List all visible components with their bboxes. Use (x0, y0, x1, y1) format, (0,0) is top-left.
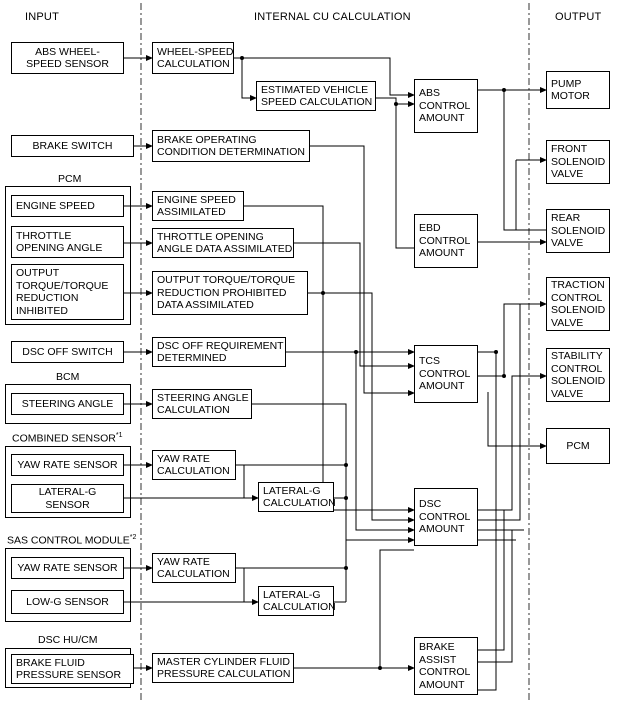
dsc-off-req-box: DSC OFF REQUIREMENT DETERMINED (152, 337, 286, 367)
wheel-speed-calc-box: WHEEL-SPEED CALCULATION (152, 42, 234, 74)
master-cyl-calc-box: MASTER CYLINDER FLUID PRESSURE CALCULATI… (152, 653, 294, 683)
engine-speed-box: ENGINE SPEED (11, 195, 124, 217)
engine-speed-assim-box: ENGINE SPEED ASSIMILATED (152, 191, 244, 221)
est-vehicle-speed-box: ESTIMATED VEHICLE SPEED CALCULATION (256, 81, 376, 111)
pump-motor-box: PUMP MOTOR (546, 71, 610, 109)
brake-assist-control-box: BRAKE ASSIST CONTROL AMOUNT (414, 637, 478, 695)
yaw-rate-sensor-2-box: YAW RATE SENSOR (11, 557, 124, 579)
dsc-control-box: DSC CONTROL AMOUNT (414, 488, 478, 546)
combined-sensor-frame (5, 446, 131, 518)
abs-control-box: ABS CONTROL AMOUNT (414, 79, 478, 133)
header-input: INPUT (25, 11, 59, 23)
pcm-group-frame (5, 186, 131, 325)
low-g-sensor-box: LOW-G SENSOR (11, 590, 124, 614)
ebd-control-box: EBD CONTROL AMOUNT (414, 214, 478, 268)
pcm-group-label: PCM (58, 173, 82, 185)
bcm-group-frame (5, 384, 131, 424)
stability-solenoid-box: STABILITY CONTROL SOLENOID VALVE (546, 348, 610, 402)
front-solenoid-box: FRONT SOLENOID VALVE (546, 140, 610, 184)
combined-sensor-label: COMBINED SENSOR*1 (12, 432, 123, 445)
yaw-rate-sensor-1-box: YAW RATE SENSOR (11, 454, 124, 476)
dsc-hucm-label: DSC HU/CM (38, 634, 98, 646)
yaw-calc-2-box: YAW RATE CALCULATION (152, 553, 236, 583)
sas-module-frame (5, 548, 131, 622)
yaw-calc-1-box: YAW RATE CALCULATION (152, 450, 236, 480)
lateral-g-calc-2-box: LATERAL-G CALCULATION (258, 586, 336, 616)
torque-assim-box: OUTPUT TORQUE/TORQUE REDUCTION PROHIBITE… (152, 271, 308, 315)
abs-wheel-speed-sensor-box: ABS WHEEL- SPEED SENSOR (11, 42, 124, 74)
output-torque-reduction-box: OUTPUT TORQUE/TORQUE REDUCTION INHIBITED (11, 264, 124, 320)
pcm-output-box: PCM (546, 428, 610, 464)
brake-switch-box: BRAKE SWITCH (11, 135, 134, 157)
rear-solenoid-box: REAR SOLENOID VALVE (546, 209, 610, 253)
throttle-opening-angle-box: THROTTLE OPENING ANGLE (11, 226, 124, 258)
header-output: OUTPUT (555, 11, 602, 23)
throttle-assim-box: THROTTLE OPENING ANGLE DATA ASSIMILATED (152, 228, 294, 258)
column-dividers (140, 3, 530, 703)
header-internal: INTERNAL CU CALCULATION (254, 11, 411, 23)
bcm-group-label: BCM (56, 371, 80, 383)
brake-operating-box: BRAKE OPERATING CONDITION DETERMINATION (152, 130, 310, 162)
tcs-control-box: TCS CONTROL AMOUNT (414, 345, 478, 403)
sas-module-label: SAS CONTROL MODULE*2 (7, 534, 137, 547)
steering-angle-box: STEERING ANGLE (11, 393, 124, 415)
brake-fluid-pressure-sensor-box: BRAKE FLUID PRESSURE SENSOR (11, 654, 134, 684)
lateral-g-calc-1-box: LATERAL-G CALCULATION (258, 482, 336, 512)
steering-calc-box: STEERING ANGLE CALCULATION (152, 389, 252, 419)
traction-solenoid-box: TRACTION CONTROL SOLENOID VALVE (546, 277, 610, 331)
lateral-g-sensor-box: LATERAL-G SENSOR (11, 484, 124, 513)
dsc-off-switch-box: DSC OFF SWITCH (11, 341, 124, 363)
